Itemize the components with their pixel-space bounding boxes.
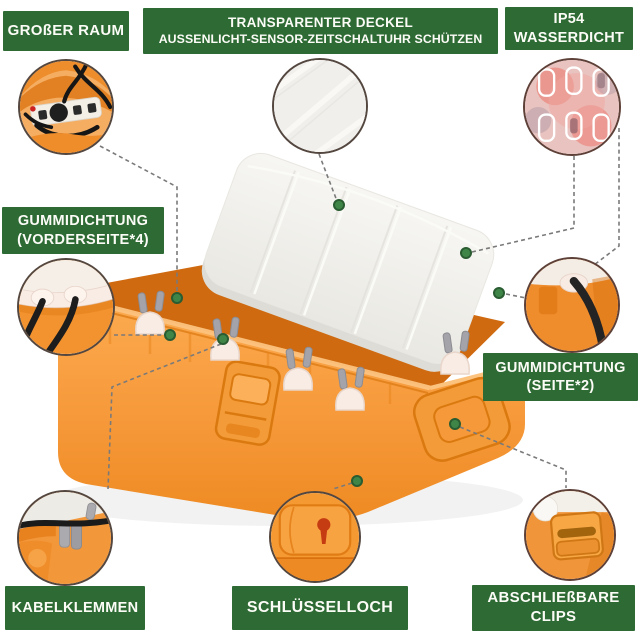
label-text-line2: AUSSENLICHT-SENSOR-ZEITSCHALTUHR SCHÜTZE…: [158, 31, 483, 46]
callout-gummidichtung-vorderseite: [17, 258, 115, 356]
callout-gummidichtung-seite: [524, 257, 620, 353]
label-kabelklemmen: KABELKLEMMEN: [5, 586, 145, 630]
front-latch: [214, 360, 281, 446]
callout-connectors: [99, 128, 620, 490]
label-text: KABELKLEMMEN: [11, 599, 139, 616]
frosted-lid-icon: [274, 60, 366, 152]
keyhole-icon: [271, 493, 359, 581]
label-text-line1: IP54: [553, 11, 585, 28]
interior-cables-icon: [20, 61, 112, 153]
box-body: [58, 294, 525, 521]
rubber-seal-front-icon: [19, 260, 113, 354]
front-rim: [57, 291, 431, 391]
label-transparenter-deckel: TRANSPARENTER DECKEL AUSSENLICHT-SENSOR-…: [143, 8, 498, 54]
label-text-line1: TRANSPARENTER DECKEL: [227, 14, 413, 30]
label-ip54-wasserdicht: IP54 WASSERDICHT: [505, 7, 633, 50]
label-text: GROßER RAUM: [7, 21, 125, 39]
callout-abschliessbare-clips: [524, 489, 616, 581]
callout-kabelklemmen: [17, 490, 113, 586]
glowing-sockets-icon: [525, 60, 619, 154]
side-handle: [412, 376, 511, 462]
label-text-line2: (VORDERSEITE*4): [17, 231, 149, 248]
label-text: SCHLÜSSELLOCH: [246, 599, 394, 616]
label-gummidichtung-seite: GUMMIDICHTUNG (SEITE*2): [483, 353, 638, 401]
label-gummidichtung-vorderseite: GUMMIDICHTUNG (VORDERSEITE*4): [2, 207, 164, 254]
callout-grosser-raum: [18, 59, 114, 155]
label-text-line1: GUMMIDICHTUNG: [495, 359, 626, 376]
label-text-line1: GUMMIDICHTUNG: [17, 213, 149, 230]
box-interior: [58, 260, 505, 394]
callout-ip54-wasserdicht: [523, 58, 621, 156]
anchor-dots: [164, 199, 505, 487]
label-grosser-raum: GROßER RAUM: [3, 11, 129, 51]
label-text-line2: (SEITE*2): [526, 378, 595, 394]
callout-schluesselloch: [269, 491, 361, 583]
rubber-seal-side-icon: [526, 259, 618, 351]
callout-transparenter-deckel: [272, 58, 368, 154]
cable-clamp-icon: [19, 492, 111, 584]
label-text-line2: CLIPS: [530, 608, 577, 625]
locking-clip-icon: [526, 491, 614, 579]
label-text-line2: WASSERDICHT: [513, 29, 625, 46]
label-text-line1: ABSCHLIEßBARE: [487, 589, 620, 607]
label-schluesselloch: SCHLÜSSELLOCH: [232, 586, 408, 630]
label-abschliessbare-clips: ABSCHLIEßBARE CLIPS: [472, 585, 635, 631]
